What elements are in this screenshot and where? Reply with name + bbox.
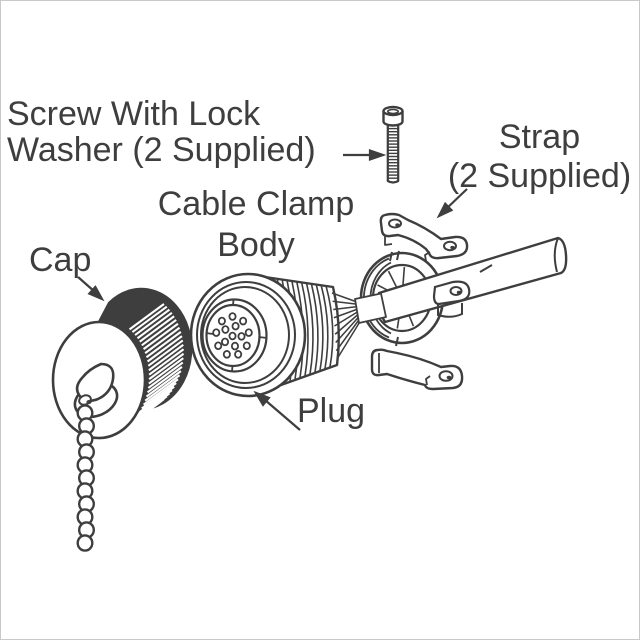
jacket-sleeve bbox=[354, 292, 387, 324]
plug-drawing bbox=[189, 272, 340, 398]
strap-upper-steps bbox=[384, 236, 431, 262]
label-cap: Cap bbox=[29, 241, 92, 279]
strap-lower-outline bbox=[370, 348, 464, 391]
wire-bundle-drawing bbox=[331, 292, 362, 360]
strap-upper-hole-right bbox=[443, 240, 457, 252]
plug-flange-rim3 bbox=[200, 286, 290, 384]
cable-end-face bbox=[553, 237, 559, 273]
plug-flange-rim2 bbox=[196, 281, 296, 389]
plug-leader-arrow bbox=[253, 390, 301, 431]
screw-leader-arrow bbox=[343, 148, 387, 162]
strap-upper-hole-left bbox=[388, 218, 402, 229]
strap-upper-hole-right-pin bbox=[450, 245, 455, 250]
wire-fan bbox=[331, 292, 362, 360]
cap-knurl-lines bbox=[125, 303, 185, 428]
label-screw-line2: Washer (2 Supplied) bbox=[7, 131, 316, 169]
ring-notch-top bbox=[389, 250, 400, 262]
label-screw-line1: Screw With Lock bbox=[7, 95, 261, 133]
label-strap-line2: (2 Supplied) bbox=[447, 157, 632, 195]
label-cable-clamp-line1: Cable Clamp bbox=[157, 185, 355, 223]
cap-leader-arrow bbox=[77, 276, 105, 302]
screw-socket bbox=[386, 108, 399, 115]
label-plug: Plug bbox=[297, 392, 366, 430]
strap-upper-drawing bbox=[379, 212, 469, 262]
clamp-ear-step bbox=[437, 303, 463, 318]
label-cable-clamp-body: Cable Clamp Body bbox=[126, 184, 386, 266]
plug-pins bbox=[212, 312, 253, 359]
plug-keyways bbox=[205, 299, 268, 372]
label-cable-clamp-line2: Body bbox=[217, 226, 295, 264]
label-strap-line1: Strap bbox=[498, 118, 581, 156]
strap-leader-arrow bbox=[436, 188, 468, 219]
leader-arrows bbox=[77, 148, 468, 431]
strap-lower-hole bbox=[438, 370, 454, 382]
screw-drawing bbox=[382, 105, 404, 184]
ring-notch-bottom bbox=[395, 336, 399, 347]
clamp-ear-pin bbox=[456, 290, 462, 295]
cap-lug-hole-pin bbox=[86, 400, 92, 404]
strap-lower-hole-pin bbox=[446, 375, 452, 380]
screw-threads bbox=[387, 124, 399, 179]
strap-upper-hole-left-pin bbox=[395, 223, 400, 227]
clamp-ring-details bbox=[389, 250, 471, 347]
cap-drawing bbox=[51, 287, 193, 552]
plug-insert-ring bbox=[201, 298, 268, 373]
label-screw: Screw With Lock Washer (2 Supplied) bbox=[7, 96, 316, 168]
cable-jacket-drawing bbox=[354, 292, 387, 324]
strap-lower-steps bbox=[378, 353, 431, 386]
screw-shaft bbox=[386, 122, 400, 184]
cable-tick bbox=[479, 264, 493, 273]
bead-chain bbox=[76, 404, 95, 552]
label-strap: Strap (2 Supplied) bbox=[437, 118, 639, 196]
strap-lower-drawing bbox=[370, 348, 464, 391]
